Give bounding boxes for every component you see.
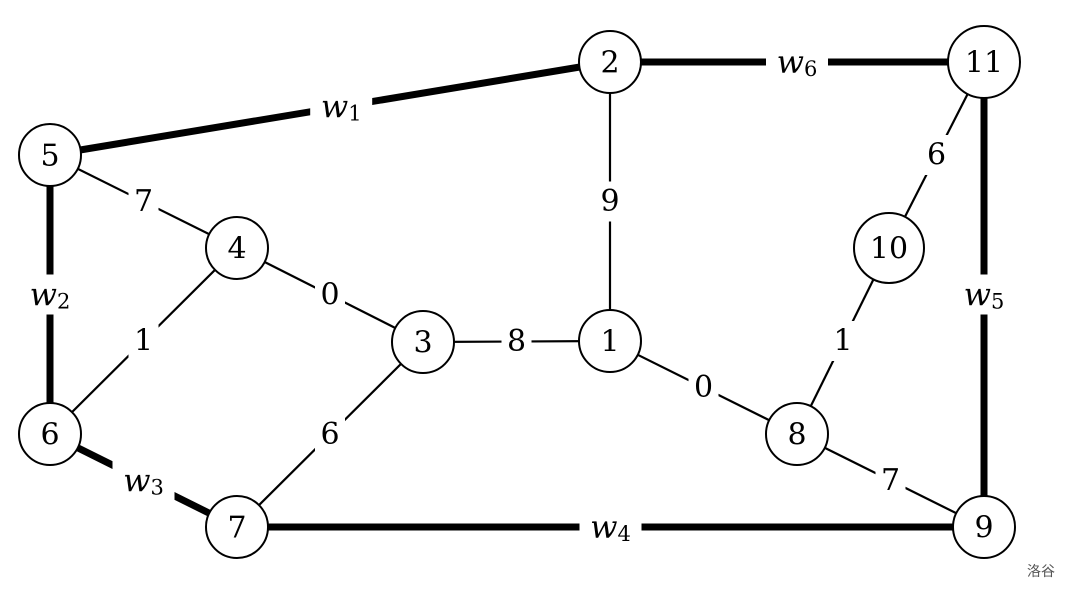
edge-weight-subscript: 1 [348, 102, 361, 126]
edge-weight-variable: w [30, 276, 57, 314]
edges-layer [46, 58, 988, 531]
edge-label-background [766, 42, 828, 82]
edge-weight-label-w2: w2 [30, 276, 71, 314]
edge-weight-label: 1 [833, 324, 852, 359]
edge-weight-subscript: 5 [991, 290, 1004, 314]
edge-weight-label: 8 [507, 324, 526, 359]
edge-weight-label: 9 [600, 184, 619, 219]
node-label: 2 [600, 46, 619, 81]
edge-weight-variable: w [964, 276, 991, 314]
node-circle [853, 212, 925, 284]
node-8: 8 [765, 402, 829, 466]
node-circle [947, 25, 1021, 99]
edge-label-background [128, 321, 159, 361]
node-label: 6 [40, 418, 59, 453]
node-2: 2 [578, 30, 642, 94]
edge-label-background [875, 460, 906, 501]
edge-label-background [112, 460, 175, 501]
node-circle [578, 30, 642, 94]
edge-label-background [310, 86, 373, 127]
node-label: 3 [413, 326, 432, 361]
node-label: 4 [227, 232, 246, 267]
edge-weight-variable: w [123, 462, 150, 500]
node-label: 5 [40, 139, 59, 174]
edge-label-background [315, 275, 345, 315]
node-circle [391, 310, 455, 374]
node-label: 7 [227, 511, 246, 546]
edge-weight-label: 7 [881, 463, 900, 498]
node-circle [18, 402, 82, 466]
edge-weight-label: 1 [134, 324, 153, 359]
edge-weight-variable: w [321, 88, 348, 126]
edge-label-background [128, 181, 159, 222]
edge-weight-label: 6 [927, 138, 946, 173]
node-label: 1 [600, 325, 619, 360]
node-circle [952, 495, 1016, 559]
node-label: 10 [870, 232, 908, 267]
node-6: 6 [18, 402, 82, 466]
edge-label-background [921, 135, 952, 175]
watermark-text: 洛谷 [1027, 564, 1055, 580]
node-label: 9 [974, 511, 993, 546]
edge-label-background [953, 274, 1015, 315]
edge-weight-label-w3: w3 [123, 462, 164, 500]
edge-weight-label: 6 [320, 417, 339, 452]
node-9: 9 [952, 495, 1016, 559]
edge-weight-label-w1: w1 [321, 88, 362, 126]
node-circle [205, 495, 269, 559]
node-label: 8 [787, 418, 806, 453]
node-5: 5 [18, 123, 82, 187]
edge-label-background [828, 321, 858, 361]
edge-label-background [579, 507, 642, 547]
node-circle [578, 309, 642, 373]
edge-weight-label: 7 [134, 184, 153, 219]
edge-weight-subscript: 6 [804, 57, 817, 81]
edge-label-background [595, 181, 625, 222]
edge-label-background [501, 321, 532, 362]
node-circle [18, 123, 82, 187]
edge-weight-variable: w [590, 508, 617, 546]
edge-weight-subscript: 4 [618, 522, 631, 546]
node-3: 3 [391, 310, 455, 374]
edge-weight-subscript: 2 [57, 290, 70, 314]
node-4: 4 [205, 216, 269, 280]
edge-label-background [688, 367, 719, 408]
edge-weight-label-w4: w4 [590, 508, 631, 546]
edge-weight-label: 0 [320, 278, 339, 313]
node-11: 11 [947, 25, 1021, 99]
edge-weight-label-w6: w6 [777, 43, 818, 81]
node-circle [765, 402, 829, 466]
edge-weight-variable: w [777, 43, 804, 81]
node-10: 10 [853, 212, 925, 284]
edge-label-background [315, 414, 345, 455]
edge-label-background [19, 274, 81, 315]
edge-weight-subscript: 3 [151, 476, 164, 500]
node-label: 11 [965, 46, 1003, 81]
node-1: 1 [578, 309, 642, 373]
node-circle [205, 216, 269, 280]
node-7: 7 [205, 495, 269, 559]
edge-weight-label-w5: w5 [964, 276, 1005, 314]
edge-weight-label: 0 [694, 370, 713, 405]
